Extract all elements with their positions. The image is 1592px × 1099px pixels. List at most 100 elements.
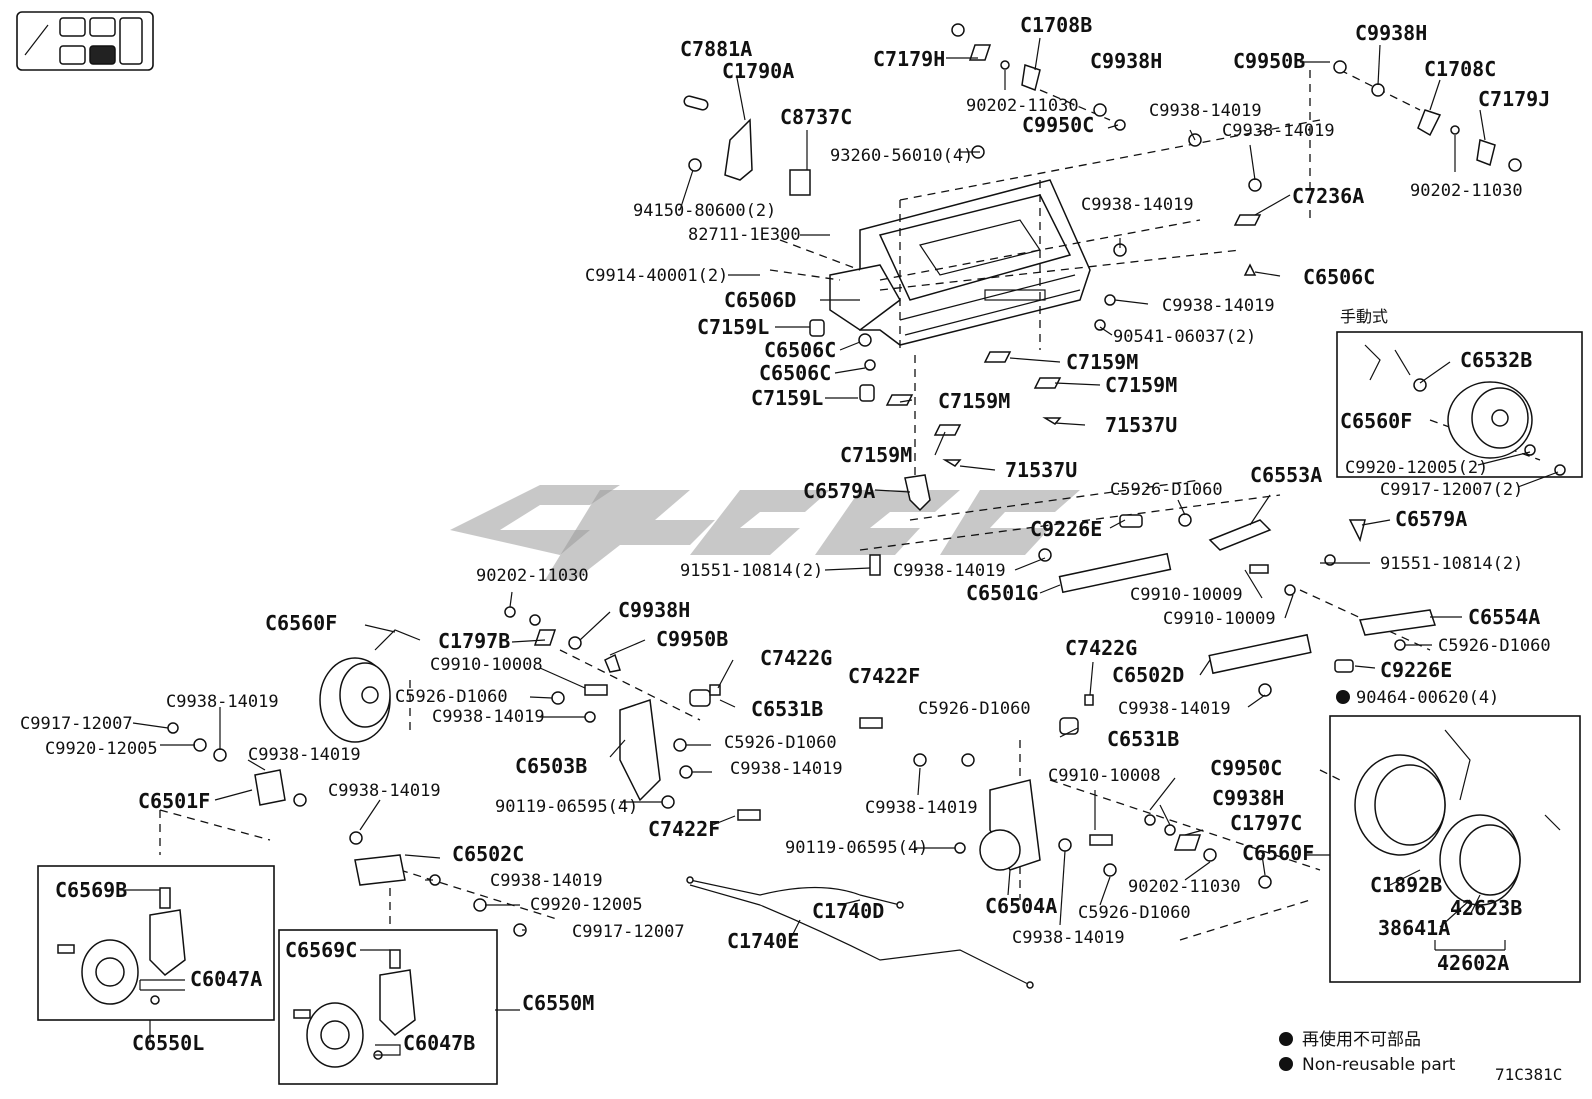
label-42602a: 42602A bbox=[1437, 951, 1509, 975]
label-c6506d: C6506D bbox=[724, 288, 796, 312]
label-c6569c: C6569C bbox=[285, 938, 357, 962]
label-c6560f-b: C6560F bbox=[1242, 841, 1314, 865]
label-c7422f-a: C7422F bbox=[648, 817, 720, 841]
label-c9950c-b: C9950C bbox=[1210, 756, 1282, 780]
label-c9910-008-a: C9910-10008 bbox=[430, 655, 543, 675]
diagram-code: 71C381C bbox=[1495, 1065, 1562, 1084]
label-c1708b: C1708B bbox=[1020, 13, 1092, 37]
label-c9938-14019-g: C9938-14019 bbox=[166, 692, 279, 712]
label-c8737c: C8737C bbox=[780, 105, 852, 129]
label-c6501g: C6501G bbox=[966, 581, 1038, 605]
label-90202-tr: 90202-11030 bbox=[1410, 181, 1523, 201]
label-c9938-14019-a: C9938-14019 bbox=[1149, 101, 1262, 121]
non-reusable-marker bbox=[1336, 690, 1350, 704]
left-motor bbox=[319, 629, 421, 743]
label-91551-r: 91551-10814(2) bbox=[1380, 554, 1523, 574]
label-c6550m: C6550M bbox=[522, 991, 594, 1015]
label-c7159l-a: C7159L bbox=[697, 315, 769, 339]
label-c7422g-a: C7422G bbox=[760, 646, 832, 670]
cables bbox=[686, 876, 1034, 989]
label-90119-b: 90119-06595(4) bbox=[785, 838, 928, 858]
label-93260: 93260-56010(4) bbox=[830, 146, 973, 166]
label-c9910-008-b: C9910-10008 bbox=[1048, 766, 1161, 786]
label-c9950b-l: C9950B bbox=[656, 627, 728, 651]
label-c6550l: C6550L bbox=[132, 1031, 204, 1055]
label-38641a: 38641A bbox=[1378, 916, 1450, 940]
label-c9938-14019-j: C9938-14019 bbox=[730, 759, 843, 779]
label-c9917-m: C9917-12007 bbox=[572, 922, 685, 942]
label-90119-a: 90119-06595(4) bbox=[495, 797, 638, 817]
label-c9950c-top: C9950C bbox=[1022, 113, 1094, 137]
label-c9938h-top: C9938H bbox=[1090, 49, 1162, 73]
label-c6532b: C6532B bbox=[1460, 348, 1532, 372]
part-labels: C7881A C1790A C7179H C1708B C9938H C9950… bbox=[20, 13, 1551, 1055]
label-91551-l: 91551-10814(2) bbox=[680, 561, 823, 581]
label-c9938-14019-i: C9938-14019 bbox=[432, 707, 545, 727]
label-c9938h-l: C9938H bbox=[618, 598, 690, 622]
label-c9938h-tr: C9938H bbox=[1355, 21, 1427, 45]
label-c9938-14019-d: C9938-14019 bbox=[1162, 296, 1275, 316]
label-90202-b: 90202-11030 bbox=[1128, 877, 1241, 897]
label-c6501f: C6501F bbox=[138, 789, 210, 813]
label-c5926-e: C5926-D1060 bbox=[918, 699, 1031, 719]
label-c6047a: C6047A bbox=[190, 967, 262, 991]
label-c6506c-a: C6506C bbox=[764, 338, 836, 362]
label-42623b: 42623B bbox=[1450, 896, 1522, 920]
label-c7179h: C7179H bbox=[873, 47, 945, 71]
label-c1797c: C1797C bbox=[1230, 811, 1302, 835]
label-c6047b: C6047B bbox=[403, 1031, 475, 1055]
label-c7179j: C7179J bbox=[1478, 87, 1550, 111]
motor-assembly-box bbox=[1329, 715, 1581, 983]
label-c9920-l: C9920-12005 bbox=[45, 739, 158, 759]
legend: 再使用不可部品 Non-reusable part 71C381C bbox=[1279, 1029, 1562, 1084]
label-c5926-f: C5926-D1060 bbox=[1078, 903, 1191, 923]
label-c6579a-r: C6579A bbox=[1395, 507, 1467, 531]
label-c7159l-b: C7159L bbox=[751, 386, 823, 410]
label-c6503b: C6503B bbox=[515, 754, 587, 778]
label-c9938-14019-k: C9938-14019 bbox=[328, 781, 441, 801]
label-c9950b: C9950B bbox=[1233, 49, 1305, 73]
label-c9226e-a: C9226E bbox=[1030, 517, 1102, 541]
label-71537u-b: 71537U bbox=[1005, 458, 1077, 482]
label-c6579a-l: C6579A bbox=[803, 479, 875, 503]
label-c6569b: C6569B bbox=[55, 878, 127, 902]
label-90464: 90464-00620(4) bbox=[1356, 688, 1499, 708]
label-c5926-a: C5926-D1060 bbox=[1110, 480, 1223, 500]
label-c7236a: C7236A bbox=[1292, 184, 1364, 208]
label-c9938-14019-b: C9938-14019 bbox=[1222, 121, 1335, 141]
label-c6531b-b: C6531B bbox=[1107, 727, 1179, 751]
label-c1740e: C1740E bbox=[727, 929, 799, 953]
label-71537u-a: 71537U bbox=[1105, 413, 1177, 437]
label-90202-top: 90202-11030 bbox=[966, 96, 1079, 116]
legend-dot-icon bbox=[1279, 1057, 1293, 1071]
label-c6502d: C6502D bbox=[1112, 663, 1184, 687]
label-c9938-14019-h: C9938-14019 bbox=[248, 745, 361, 765]
label-c6554a: C6554A bbox=[1468, 605, 1540, 629]
label-c7881a: C7881A bbox=[680, 37, 752, 61]
label-c7159m-b: C7159M bbox=[1105, 373, 1177, 397]
label-c9917-2: C9917-12007(2) bbox=[1380, 480, 1523, 500]
label-c6531b-a: C6531B bbox=[751, 697, 823, 721]
label-c6560f-l: C6560F bbox=[265, 611, 337, 635]
label-c6553a: C6553A bbox=[1250, 463, 1322, 487]
label-c9914: C9914-40001(2) bbox=[585, 266, 728, 286]
label-c5926-c: C5926-D1060 bbox=[395, 687, 508, 707]
label-c1790a: C1790A bbox=[722, 59, 794, 83]
label-c7159m-a: C7159M bbox=[1066, 350, 1138, 374]
wheel-box-left bbox=[37, 865, 275, 1021]
label-c7422g-b: C7422G bbox=[1065, 636, 1137, 660]
label-c9938-14019-m: C9938-14019 bbox=[865, 798, 978, 818]
label-c5926-b: C5926-D1060 bbox=[1438, 636, 1551, 656]
wheel-box-right bbox=[278, 929, 498, 1085]
label-90541: 90541-06037(2) bbox=[1113, 327, 1256, 347]
label-c6560f-r: C6560F bbox=[1340, 409, 1412, 433]
label-c9910-009-b: C9910-10009 bbox=[1163, 609, 1276, 629]
label-c9920-2: C9920-12005(2) bbox=[1345, 458, 1488, 478]
label-c7159m-c: C7159M bbox=[938, 389, 1010, 413]
label-c9226e-b: C9226E bbox=[1380, 658, 1452, 682]
label-c1740d: C1740D bbox=[812, 899, 884, 923]
label-c9920-m: C9920-12005 bbox=[530, 895, 643, 915]
label-c9938-14019-c: C9938-14019 bbox=[1081, 195, 1194, 215]
manual-motor bbox=[1336, 331, 1583, 478]
